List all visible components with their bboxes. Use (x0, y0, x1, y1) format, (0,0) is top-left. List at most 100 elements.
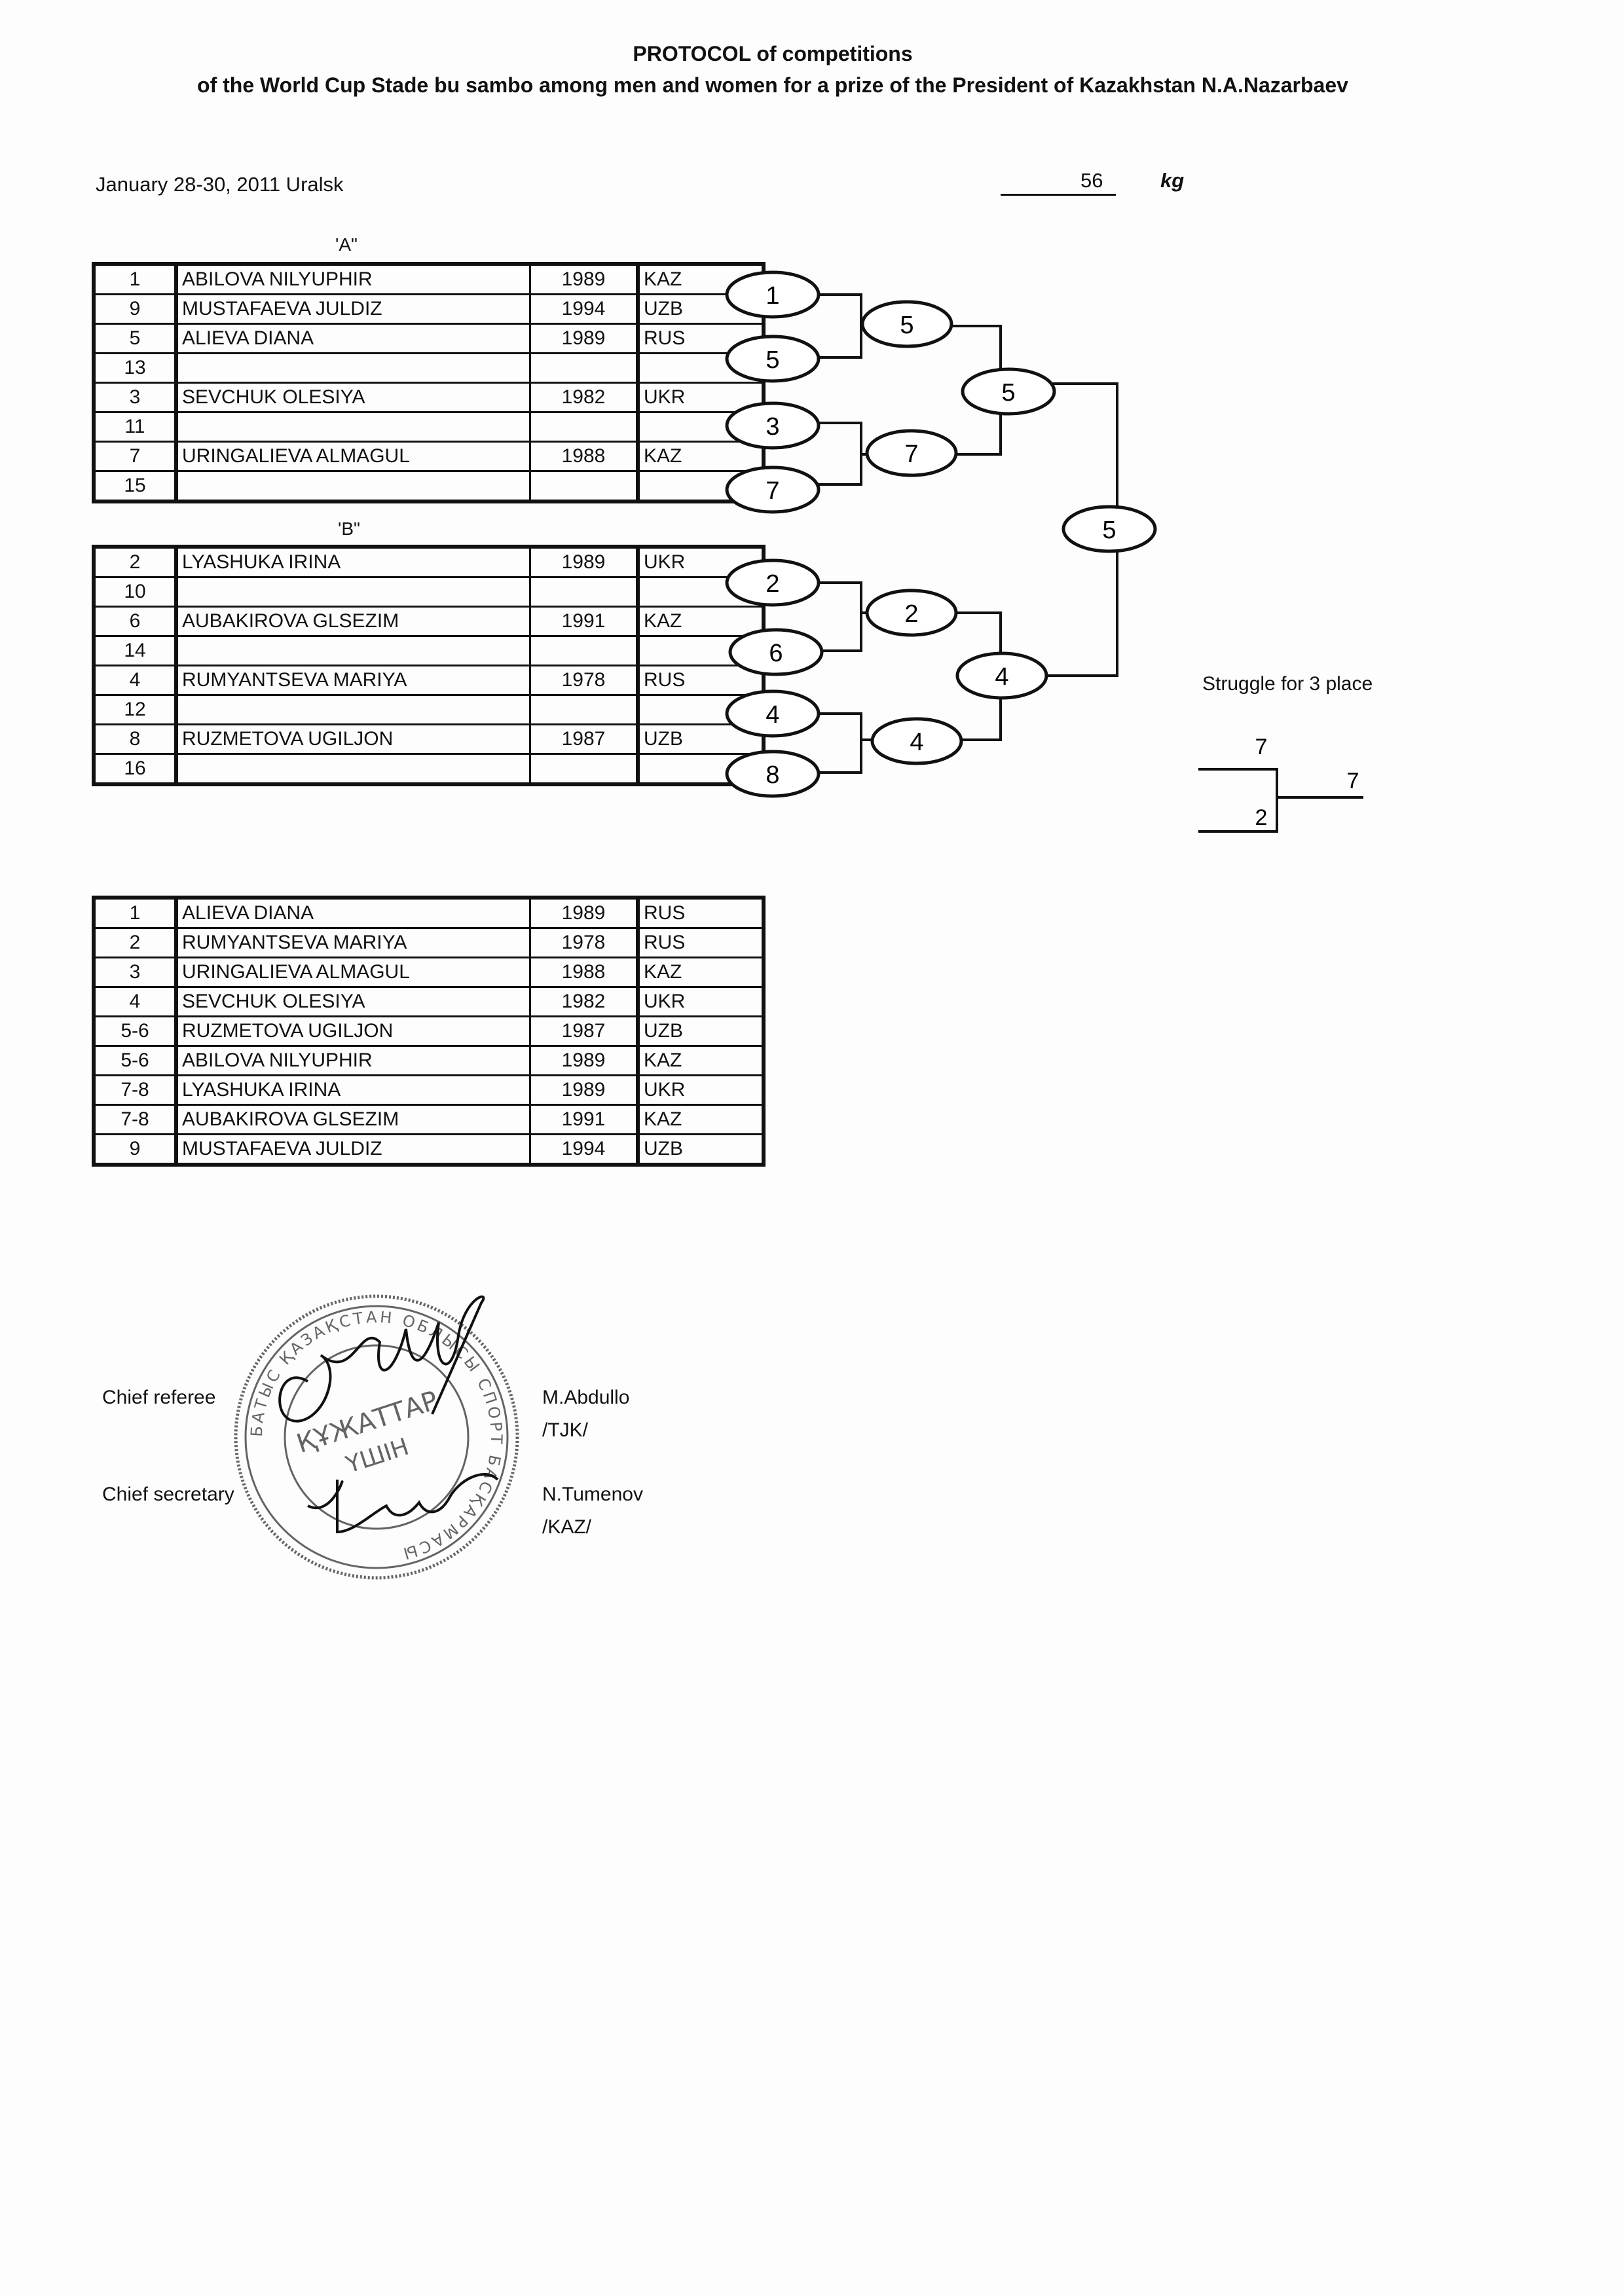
seed-cell: 4 (92, 665, 177, 696)
seed-cell: 7 (92, 441, 177, 472)
chief-referee-name: M.Abdullo (542, 1387, 630, 1408)
place-cell: 5-6 (92, 1045, 177, 1076)
match-ellipse (860, 300, 953, 348)
birth-year: 1994 (529, 293, 639, 325)
match-winner-label: 5 (900, 312, 913, 339)
seed-cell: 16 (92, 753, 177, 786)
place-cell: 7-8 (92, 1074, 177, 1106)
protocol-subtitle: of the World Cup Stade bu sambo among me… (197, 73, 1348, 97)
match-ellipse (725, 335, 821, 383)
athlete-name: SEVCHUK OLESIYA (174, 986, 531, 1017)
athlete-name: AUBAKIROVA GLSEZIM (174, 606, 531, 637)
match-winner-label: 6 (769, 640, 783, 667)
athlete-name: RUMYANTSEVA MARIYA (174, 665, 531, 696)
match-ellipse (725, 689, 821, 738)
country-code: KAZ (636, 606, 765, 637)
birth-year (529, 352, 639, 384)
athlete-name: ALIEVA DIANA (174, 896, 531, 929)
country-code: UZB (636, 723, 765, 755)
athlete-name: AUBAKIROVA GLSEZIM (174, 1104, 531, 1135)
match-ellipse (865, 589, 958, 637)
match-winner-label: 2 (904, 600, 918, 628)
match-winner-label: 5 (1001, 379, 1015, 407)
chief-referee-label: Chief referee (102, 1387, 216, 1408)
place-cell: 5-6 (92, 1015, 177, 1047)
athlete-name (174, 753, 531, 786)
match-ellipse (870, 717, 963, 765)
final-pool-a: 5 (961, 367, 1056, 416)
seed-cell: 5 (92, 323, 177, 354)
birth-year: 1978 (529, 927, 639, 958)
athlete-name (174, 352, 531, 384)
final-pool-b: 4 (955, 651, 1048, 700)
table-row: 14 (92, 635, 765, 666)
match-winner-label: 5 (766, 346, 779, 374)
round2-pool-b: 2 4 (865, 589, 963, 765)
seed-cell: 12 (92, 694, 177, 725)
athlete-name: RUZMETOVA UGILJON (174, 723, 531, 755)
athlete-name: MUSTAFAEVA JULDIZ (174, 1133, 531, 1166)
chief-secretary-label: Chief secretary (102, 1484, 234, 1505)
match-winner-label: 2 (766, 570, 779, 598)
birth-year (529, 753, 639, 786)
stamp-inner-ring (284, 1344, 470, 1530)
match-ellipse (725, 270, 821, 319)
place-cell: 3 (92, 957, 177, 988)
chief-referee-country: /TJK/ (542, 1419, 589, 1441)
birth-year: 1989 (529, 1045, 639, 1076)
match-winner-label: 7 (904, 441, 918, 468)
athlete-name: RUZMETOVA UGILJON (174, 1015, 531, 1047)
round1-pool-b: 2 6 4 8 (725, 558, 824, 798)
seed-cell: 10 (92, 576, 177, 608)
birth-year (529, 411, 639, 443)
protocol-title: PROTOCOL of competitions (633, 42, 913, 65)
seed-cell: 9 (92, 293, 177, 325)
grand-final: 5 (1061, 505, 1157, 553)
place-cell: 1 (92, 896, 177, 929)
athlete-name (174, 576, 531, 608)
country-code: KAZ (636, 1045, 765, 1076)
country-code: UKR (636, 986, 765, 1017)
chief-secretary-country: /KAZ/ (542, 1516, 592, 1538)
country-code: RUS (636, 896, 765, 929)
athlete-name: URINGALIEVA ALMAGUL (174, 957, 531, 988)
country-code: KAZ (636, 1104, 765, 1135)
seed-cell: 1 (92, 263, 177, 295)
pool-b-label: 'B" (338, 519, 360, 539)
referee-signature (278, 1295, 485, 1423)
stamp-ring (244, 1305, 509, 1569)
match-ellipse (728, 628, 824, 676)
seed-cell: 14 (92, 635, 177, 666)
country-code: KAZ (636, 957, 765, 988)
birth-year: 1982 (529, 382, 639, 413)
birth-year (529, 635, 639, 666)
birth-year: 1989 (529, 896, 639, 929)
seed-cell: 3 (92, 382, 177, 413)
athlete-name: MUSTAFAEVA JULDIZ (174, 293, 531, 325)
secretary-signature (307, 1472, 499, 1534)
champion-label: 5 (1102, 517, 1116, 544)
match-winner-label: 3 (766, 413, 779, 441)
athlete-name: ABILOVA NILYUPHIR (174, 1045, 531, 1076)
birth-year: 1989 (529, 545, 639, 578)
third-place-bout: 7 2 7 (1255, 735, 1359, 830)
round1-pool-a: 1 5 3 7 (725, 270, 821, 514)
birth-year: 1989 (529, 323, 639, 354)
place-cell: 7-8 (92, 1104, 177, 1135)
match-ellipse (725, 401, 821, 450)
match-winner-label: 4 (995, 663, 1008, 691)
match-ellipse (961, 367, 1056, 416)
seed-cell: 11 (92, 411, 177, 443)
birth-year: 1988 (529, 441, 639, 472)
country-code: KAZ (636, 441, 765, 472)
country-code: UKR (636, 1074, 765, 1106)
